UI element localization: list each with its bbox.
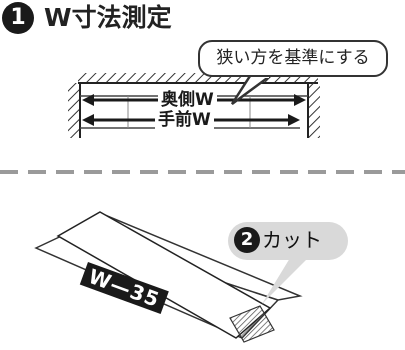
cut-label: カット — [262, 228, 322, 252]
step-1-badge: 1 — [2, 2, 34, 34]
opening-frame — [68, 73, 320, 138]
narrow-side-callout: 狭い方を基準にする — [198, 40, 388, 77]
step-2-badge: 2 — [234, 227, 260, 253]
front-width-label: 手前W — [155, 110, 214, 130]
cut-callout — [228, 222, 348, 304]
tape-sheet — [34, 211, 303, 339]
back-width-label: 奥側W — [158, 90, 217, 110]
step-1-title: W寸法測定 — [44, 3, 172, 32]
cut-area — [229, 305, 275, 343]
